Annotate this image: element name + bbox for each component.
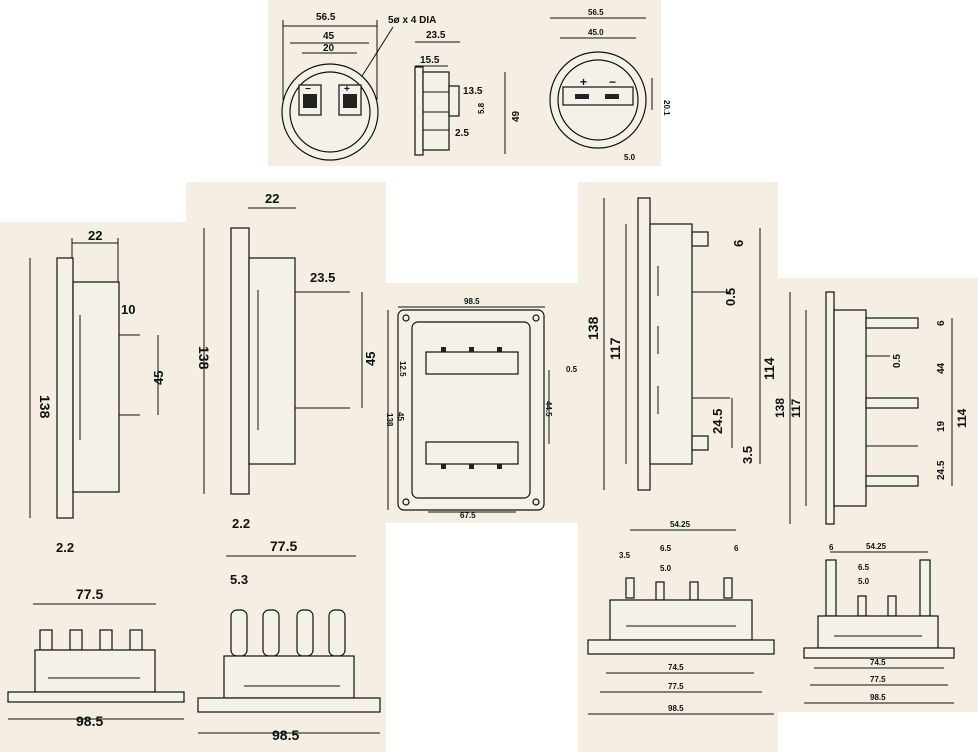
- dim-body-width: 15.5: [420, 55, 440, 66]
- round-cup-side-view: 23.5 15.5 13.5 5.8 2.5 49: [414, 30, 522, 156]
- t2-a: 6: [936, 320, 947, 326]
- dim-gap: 5.8: [477, 102, 486, 114]
- rear-dim-outer: 56.5: [588, 8, 604, 17]
- plate-inner: 45: [396, 412, 405, 421]
- dim-tab: 13.5: [463, 86, 483, 97]
- bl-pin: 5.3: [230, 572, 248, 587]
- br2-p1: 6.5: [858, 563, 870, 572]
- rear-minus: −: [609, 75, 616, 89]
- t2-c: 44: [936, 362, 947, 374]
- bottom-view-right-1: 54.25 3.5 6.5 5.0 6 74.5 77.5 98.5: [587, 520, 775, 715]
- br1-p2: 5.0: [660, 564, 672, 573]
- bs-terms: 77.5: [76, 586, 103, 602]
- hole-note: 5ø x 4 DIA: [388, 15, 436, 26]
- small-plate: 2.2: [56, 540, 74, 555]
- bottom-view-small: 77.5 98.5: [7, 586, 185, 729]
- dim-small: 2.5: [455, 128, 469, 139]
- tall-gap-b: 24.5: [710, 409, 725, 434]
- br1-w3: 98.5: [668, 704, 684, 713]
- large-height: 138: [196, 346, 212, 370]
- plate-bottom: 67.5: [460, 511, 476, 520]
- br1-p1: 6.5: [660, 544, 672, 553]
- tall-gap-a: 0.5: [723, 288, 738, 306]
- large-plate: 2.2: [232, 516, 250, 531]
- tall-side-view: 138 117 114 6 0.5 24.5 3.5: [585, 197, 777, 491]
- minus-sign: −: [305, 84, 311, 95]
- br2-left: 6: [829, 543, 834, 552]
- br2-p2: 5.0: [858, 577, 870, 586]
- br2-pitch: 54.25: [866, 542, 887, 551]
- small-pin: 10: [121, 302, 135, 317]
- br2-w1: 74.5: [870, 658, 886, 667]
- t2-h-total: 138: [773, 398, 787, 418]
- small-side-view: 22 10 45 138 2.2: [29, 228, 166, 555]
- br2-w2: 77.5: [870, 675, 886, 684]
- t2-b: 0.5: [892, 354, 903, 368]
- br1-w2: 77.5: [668, 682, 684, 691]
- bs-plate: 98.5: [76, 713, 103, 729]
- br1-left: 3.5: [619, 551, 631, 560]
- plate-width: 98.5: [464, 297, 480, 306]
- tall-tip: 3.5: [740, 446, 755, 464]
- front-plate-view: 98.5 138 45 12.5 44.5 0.5 67.5: [385, 297, 578, 520]
- t2-d: 19: [936, 420, 947, 432]
- small-depth: 22: [88, 228, 102, 243]
- br1-right: 6: [734, 544, 739, 553]
- plate-small: 0.5: [566, 365, 578, 374]
- tall-side-view-2: 138 117 114 6 0.5 44 19 24.5: [773, 291, 969, 525]
- rear-dim-height: 20.1: [662, 100, 671, 116]
- tall-h-pins: 114: [761, 357, 777, 380]
- plate-height: 138: [385, 413, 394, 427]
- dim-total-width: 23.5: [426, 30, 446, 41]
- br1-pitch: 54.25: [670, 520, 691, 529]
- dim-outer-diameter: 56.5: [316, 12, 336, 23]
- large-pin: 23.5: [310, 270, 335, 285]
- tall-pin-a: 6: [731, 240, 746, 247]
- bl-terms: 77.5: [270, 538, 297, 554]
- plate-mini: 12.5: [398, 361, 407, 377]
- br2-w3: 98.5: [870, 693, 886, 702]
- dim-height: 49: [511, 110, 522, 122]
- plate-gap: 44.5: [544, 401, 553, 417]
- tall-h-total: 138: [585, 316, 601, 340]
- bottom-view-large: 77.5 5.3 98.5: [197, 538, 381, 743]
- large-side-view: 22 23.5 45 138 2.2: [196, 191, 378, 531]
- rear-plus: +: [580, 75, 587, 89]
- dim-mid-diameter: 45: [323, 31, 335, 42]
- br1-w1: 74.5: [668, 663, 684, 672]
- t2-e: 24.5: [936, 460, 947, 480]
- small-height: 138: [37, 395, 53, 419]
- rear-dim-bottom: 5.0: [624, 153, 636, 162]
- bottom-view-right-2: 6 54.25 6.5 5.0 74.5 77.5 98.5: [803, 542, 955, 704]
- rear-dim-mid: 45.0: [588, 28, 604, 37]
- tall-h-inner: 117: [607, 337, 623, 360]
- t2-h-inner: 117: [789, 398, 803, 418]
- round-cup-front-view: 56.5 45 20 5ø x 4 DIA − +: [281, 12, 436, 161]
- t2-h-pins: 114: [955, 408, 969, 428]
- large-pitch: 45: [363, 352, 378, 366]
- plus-sign: +: [344, 84, 350, 95]
- large-depth: 22: [265, 191, 279, 206]
- small-pitch: 45: [151, 371, 166, 385]
- dim-inner-width: 20: [323, 43, 335, 54]
- bl-plate: 98.5: [272, 727, 299, 743]
- round-cup-rear-view: 56.5 45.0 + − 20.1 5.0: [549, 8, 671, 162]
